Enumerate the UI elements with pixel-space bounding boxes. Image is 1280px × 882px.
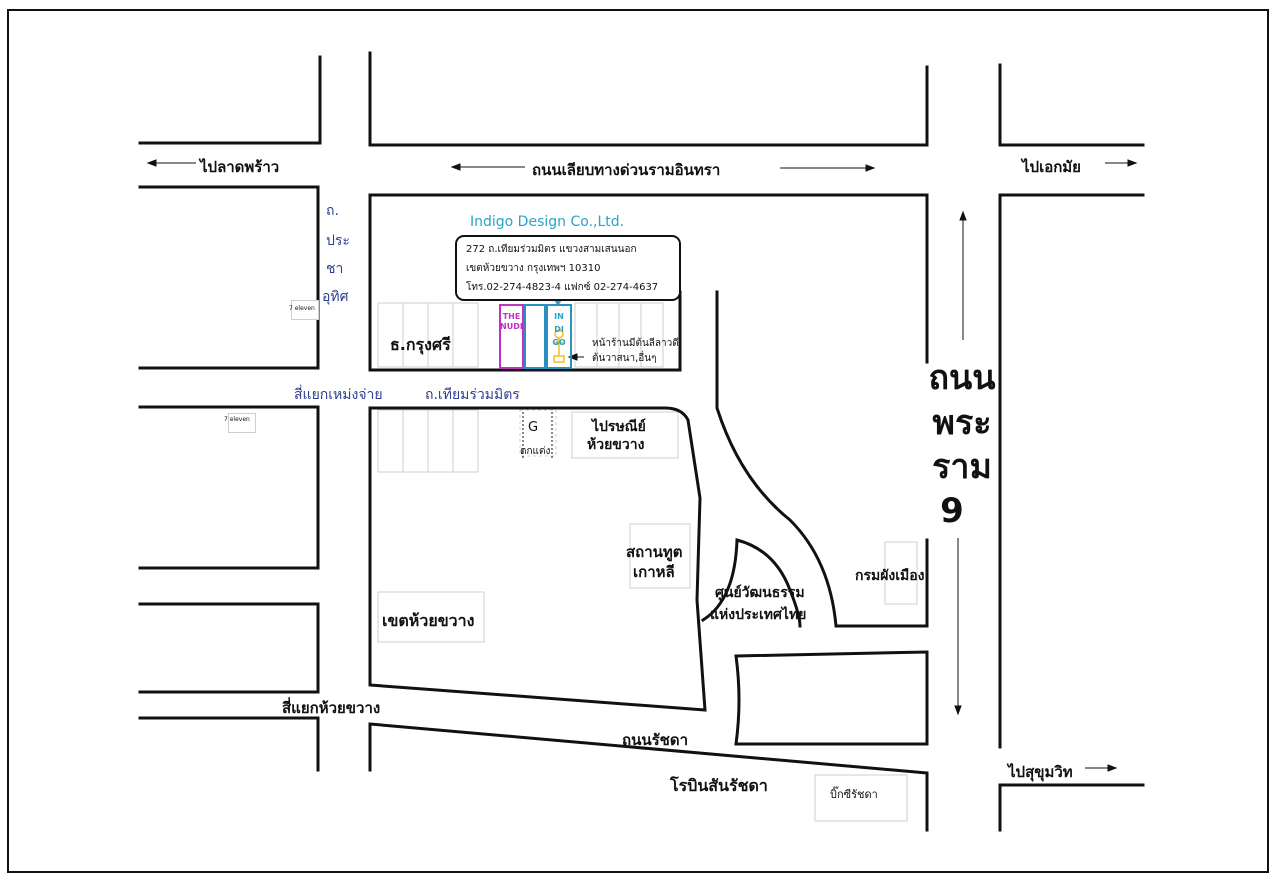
road-label-huai-khwang-intersection: สี่แยกห้วยขวาง xyxy=(282,699,381,717)
big-c-label: บิ๊กซีรัชดา xyxy=(830,788,878,801)
road-label-sukhumvit: ไปสุขุมวิท xyxy=(1008,763,1073,781)
road-label-pracha-uthit-4: อุทิศ xyxy=(322,289,349,305)
g-label: G xyxy=(528,420,539,435)
road-label-pracha-uthit-2: ประ xyxy=(326,233,350,249)
post-office-label-1: ไปรษณีย์ xyxy=(592,419,646,435)
address-line-2: เขตห้วยขวาง กรุงเทพฯ 10310 xyxy=(466,263,601,274)
seven-eleven-label-2: 7 eleven xyxy=(224,416,250,423)
road-lines xyxy=(138,51,1145,832)
robinson-label: โรบินสันรัชดา xyxy=(670,776,768,795)
krungsri-bank-label: ธ.กรุงศรี xyxy=(390,335,451,354)
road-label-pracha-uthit-3: ชา xyxy=(326,261,344,277)
korea-embassy-label-2: เกาหลี xyxy=(633,563,675,581)
road-label-ekkamai: ไปเอกมัย xyxy=(1022,158,1081,176)
middle-shop-box xyxy=(524,304,546,369)
road-label-rama9-3: ราม xyxy=(932,447,992,487)
company-name: Indigo Design Co.,Ltd. xyxy=(470,214,625,230)
direction-arrows xyxy=(146,159,1138,772)
cultural-centre-label-2: แห่งประเทศไทย xyxy=(710,607,807,623)
road-label-rama9-4: 9 xyxy=(940,491,964,531)
huai-khwang-district-label: เขตห้วยขวาง xyxy=(382,611,475,630)
post-office-label-2: ห้วยขวาง xyxy=(587,437,645,453)
decor-shop-label: ตกแต่ง xyxy=(520,446,551,457)
the-nude-box xyxy=(499,304,524,369)
korea-embassy-label-1: สถานทูต xyxy=(626,543,683,561)
shop-front-note-2: ต้นวาสนา,อื่นๆ xyxy=(592,353,657,364)
indigo-box-label-1: IN xyxy=(554,312,564,321)
address-line-1: 272 ถ.เทียมร่วมมิตร แขวงสามเสนนอก xyxy=(466,244,637,255)
company-address-box: 272 ถ.เทียมร่วมมิตร แขวงสามเสนนอก เขตห้ว… xyxy=(455,235,681,301)
map-frame xyxy=(7,9,1269,873)
road-label-rama9-2: พระ xyxy=(932,403,992,443)
road-label-expressway: ถนนเลียบทางด่วนรามอินทรา xyxy=(532,161,721,179)
shop-boxes xyxy=(499,304,572,369)
seven-eleven-label-1: 7 eleven xyxy=(289,305,315,312)
road-label-thiam-ruam-mit: ถ.เทียมร่วมมิตร xyxy=(425,387,520,403)
indigo-box xyxy=(546,304,572,369)
indigo-box-label-2: DI xyxy=(554,325,564,334)
road-label-pracha-uthit-1: ถ. xyxy=(326,203,339,219)
shop-front-note-1: หน้าร้านมีต้นลีลาวดี, xyxy=(592,338,682,349)
road-label-mengjai: สี่แยกเหม่งจ่าย xyxy=(294,387,383,403)
road-label-rama9-1: ถนน xyxy=(928,358,996,398)
road-label-ratchada: ถนนรัชดา xyxy=(622,731,688,749)
ghost-buildings xyxy=(377,302,918,822)
indigo-box-label-3: GO xyxy=(552,338,566,347)
cultural-centre-label-1: ศูนย์วัฒนธรรม xyxy=(715,585,805,601)
landmark-icon xyxy=(553,329,565,363)
the-nude-label-1: THE xyxy=(502,312,521,321)
the-nude-label-2: NUDE xyxy=(500,322,526,331)
address-line-3: โทร.02-274-4823-4 แฟกซ์ 02-274-4637 xyxy=(466,282,659,293)
town-planning-label: กรมผังเมือง xyxy=(855,568,925,584)
road-label-lat-phrao: ไปลาดพร้าว xyxy=(200,158,280,176)
